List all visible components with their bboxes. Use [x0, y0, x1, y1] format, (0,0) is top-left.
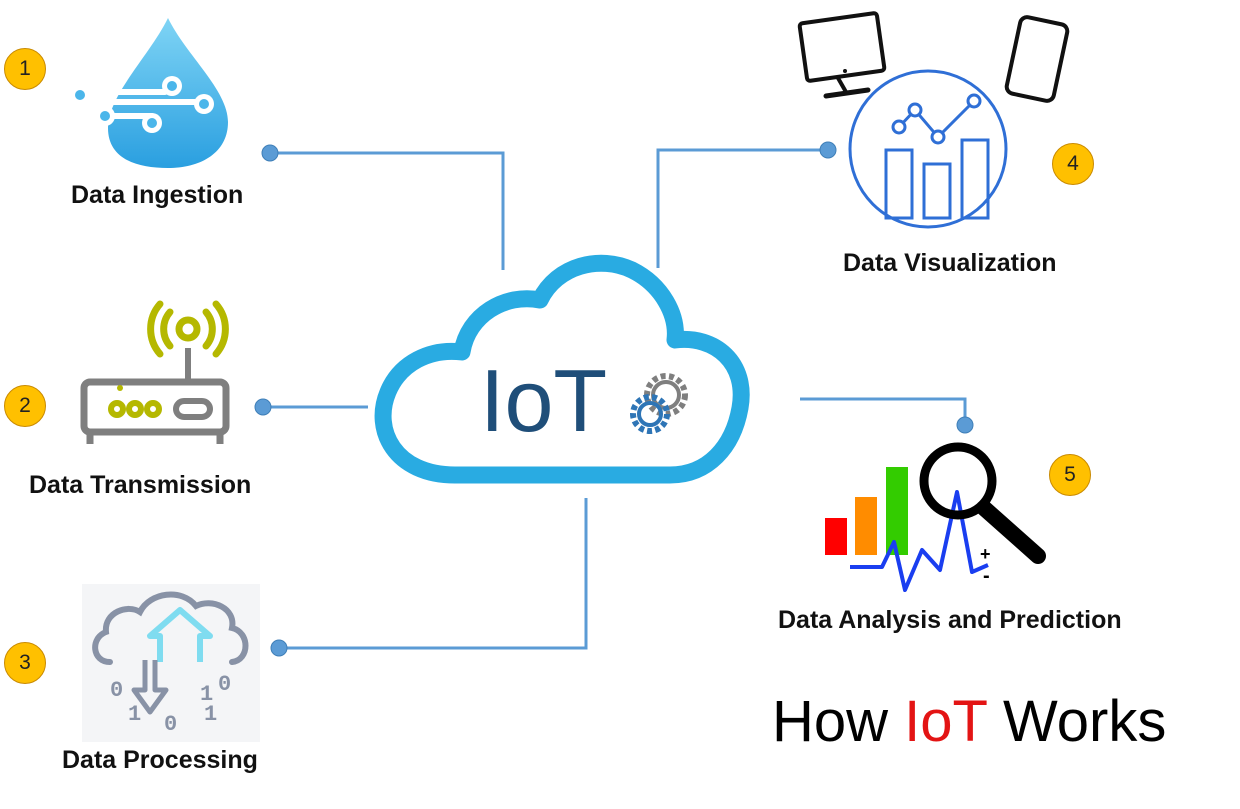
- bit-1: 0: [110, 678, 123, 703]
- analytics-chart-icon: [848, 69, 1008, 229]
- dot-processing: [270, 639, 288, 657]
- title-works: Works: [1003, 689, 1167, 754]
- connector-lines: [263, 148, 967, 650]
- step-badge-3: 3: [4, 642, 46, 684]
- dot-transmission: [254, 398, 272, 416]
- title-iot: IoT: [904, 689, 987, 754]
- step-badge-5: 5: [1049, 454, 1091, 496]
- connector-processing: [279, 498, 588, 650]
- connector-analysis: [800, 397, 967, 423]
- bit-6: 1: [204, 702, 217, 727]
- connector-visualization: [656, 148, 828, 268]
- connector-ingestion: [270, 151, 505, 270]
- step-badge-4: 4: [1052, 143, 1094, 185]
- monitor-icon: [797, 11, 887, 99]
- label-data-ingestion: Data Ingestion: [71, 181, 244, 209]
- cloud-label: IoT: [480, 351, 607, 450]
- smartphone-icon: [1004, 15, 1070, 103]
- title-how: How: [772, 689, 889, 754]
- label-data-transmission: Data Transmission: [29, 471, 252, 499]
- router-icon: [80, 300, 230, 444]
- connector-dots: [254, 141, 974, 657]
- gears-icon: [630, 373, 688, 434]
- bit-3: 0: [164, 712, 177, 737]
- svg-text:-: -: [983, 565, 990, 587]
- dot-visualization: [819, 141, 837, 159]
- label-data-processing: Data Processing: [62, 746, 258, 774]
- ingestion-droplet-icon: [69, 18, 228, 168]
- step-badge-2: 2: [4, 385, 46, 427]
- processing-cloud-icon: 0 1 0 1 0 1: [82, 584, 260, 742]
- label-data-visualization: Data Visualization: [843, 249, 1057, 277]
- bit-2: 1: [128, 702, 141, 727]
- analysis-magnifier-icon: + -: [825, 442, 1046, 592]
- bit-4: 1: [200, 682, 213, 707]
- step-badge-1: 1: [4, 48, 46, 90]
- page-title: How IoT Works: [772, 690, 1166, 754]
- iot-cloud: IoT: [374, 254, 750, 484]
- dot-analysis: [956, 416, 974, 434]
- bit-5: 0: [218, 672, 231, 697]
- cloud-outline: [374, 254, 750, 484]
- dot-ingestion: [261, 144, 279, 162]
- label-data-analysis: Data Analysis and Prediction: [778, 606, 1122, 634]
- svg-text:+: +: [980, 544, 991, 564]
